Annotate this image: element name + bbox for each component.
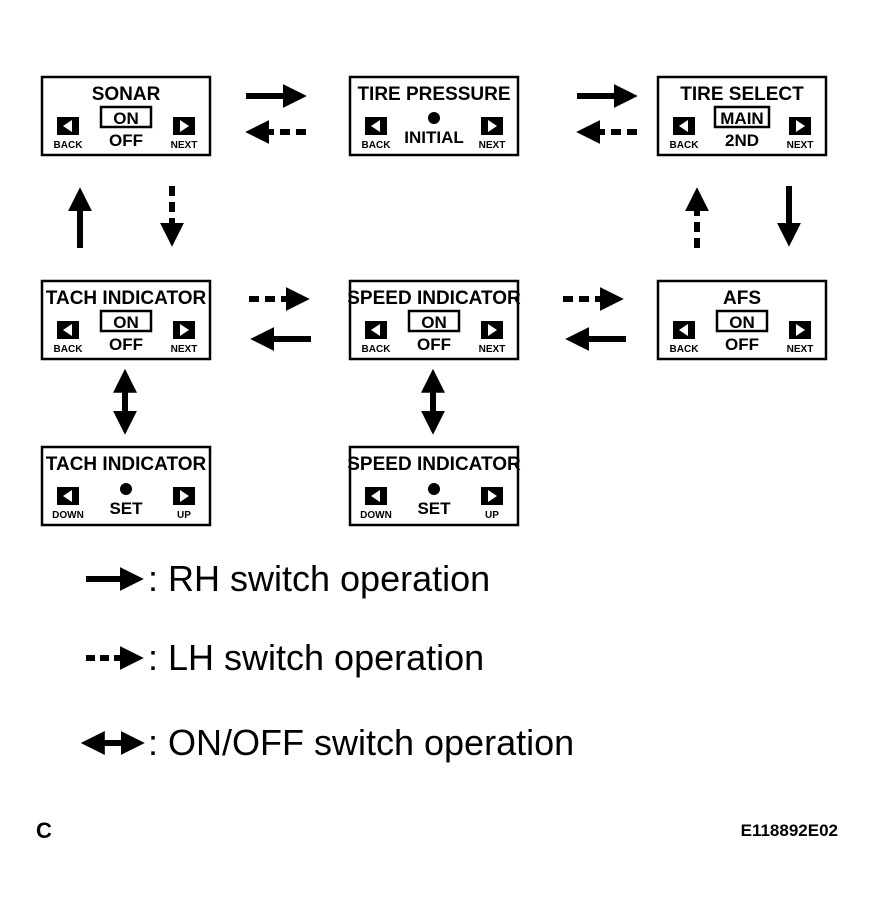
left-button: BACK [670,117,700,151]
figure-code: E118892E02 [741,821,838,840]
screen-title: TACH INDICATOR [46,288,207,309]
screen-title: AFS [723,288,761,309]
dot-icon [120,483,132,495]
screen-tire-pressure: TIRE PRESSURE INITIAL BACK NEXT [348,75,520,157]
left-button-label: BACK [670,140,700,151]
right-button-label: NEXT [787,140,814,151]
left-button: BACK [362,321,392,355]
option-selected: ON [113,109,139,128]
center-label: SET [109,499,143,518]
option-selected: ON [113,313,139,332]
right-button-label: UP [177,510,191,521]
legend-lh-label: : LH switch operation [148,637,484,678]
left-button: BACK [54,117,84,151]
left-button-label: DOWN [52,510,84,521]
legend-onoff: : ON/OFF switch operation [80,722,574,763]
screen-tach-indicator: TACH INDICATOR ON OFF BACK NEXT [40,279,212,361]
legend-lh: : LH switch operation [86,637,484,678]
right-button: UP [173,487,195,521]
screen-speed-indicator: SPEED INDICATOR ON OFF BACK NEXT [347,279,521,361]
option-unselected: OFF [109,131,143,150]
option-selected: MAIN [720,109,763,128]
left-button-label: DOWN [360,510,392,521]
dot-icon [428,483,440,495]
right-button: NEXT [171,117,198,151]
option-unselected: 2ND [725,131,759,150]
right-button: NEXT [479,321,506,355]
right-button: NEXT [787,321,814,355]
screen-speed-indicator-set: SPEED INDICATOR SET DOWN UP [347,445,521,527]
option-unselected: OFF [109,335,143,354]
screen-title: TIRE SELECT [680,84,804,105]
selected-option-box [99,309,153,333]
right-button-label: NEXT [171,344,198,355]
screen-title: SPEED INDICATOR [347,454,521,475]
screen-tach-indicator-set: TACH INDICATOR SET DOWN UP [40,445,212,527]
legend: : RH switch operation : LH switch operat… [80,558,574,763]
right-button: UP [481,487,503,521]
left-button: BACK [670,321,700,355]
center-label: SET [417,499,451,518]
screen-tire-select: TIRE SELECT MAIN 2ND BACK NEXT [656,75,828,157]
option-unselected: OFF [725,335,759,354]
right-button-label: NEXT [171,140,198,151]
selected-option-box [99,105,153,129]
right-button-label: UP [485,510,499,521]
selected-option-box [715,309,769,333]
selected-option-box [407,309,461,333]
legend-rh-label: : RH switch operation [148,558,490,599]
screen-sonar: SONAR ON OFF BACK NEXT [40,75,212,157]
right-button: NEXT [479,117,506,151]
right-button-label: NEXT [479,344,506,355]
right-button: NEXT [787,117,814,151]
left-button: DOWN [52,487,84,521]
option-unselected: OFF [417,335,451,354]
left-button: BACK [54,321,84,355]
option-selected: ON [729,313,755,332]
selected-option-box [713,105,771,129]
screen-title: TACH INDICATOR [46,454,207,475]
right-button: NEXT [171,321,198,355]
legend-rh: : RH switch operation [86,558,490,599]
screen-title: SPEED INDICATOR [347,288,521,309]
center-label: INITIAL [404,128,464,147]
corner-label: C [36,818,52,843]
left-button-label: BACK [54,140,84,151]
dot-icon [428,112,440,124]
right-button-label: NEXT [787,344,814,355]
left-button: DOWN [360,487,392,521]
left-button-label: BACK [362,344,392,355]
legend-onoff-label: : ON/OFF switch operation [148,722,574,763]
left-button-label: BACK [362,140,392,151]
right-button-label: NEXT [479,140,506,151]
left-button-label: BACK [54,344,84,355]
option-selected: ON [421,313,447,332]
left-button: BACK [362,117,392,151]
screen-title: SONAR [92,84,161,105]
left-button-label: BACK [670,344,700,355]
screen-afs: AFS ON OFF BACK NEXT [656,279,828,361]
screen-title: TIRE PRESSURE [357,84,510,105]
